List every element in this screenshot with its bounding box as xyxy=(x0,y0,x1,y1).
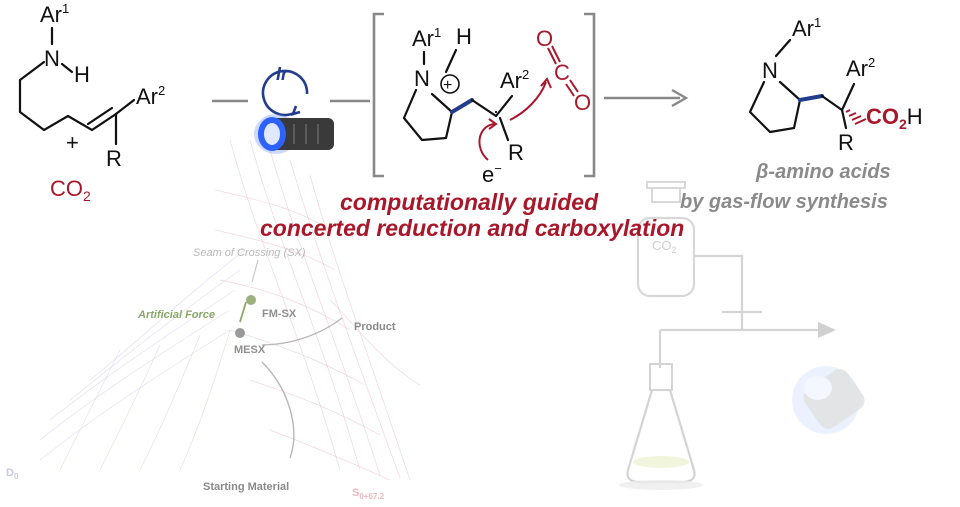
caption-gas-flow: by gas-flow synthesis xyxy=(680,191,888,213)
tee-junction xyxy=(722,310,762,330)
gas-line xyxy=(694,254,744,312)
reactant-amine: Ar1 N H Ar2 R + CO2 xyxy=(18,1,165,204)
reactant-ar1: Ar1 xyxy=(40,1,69,27)
fm-sx-label: FM-SX xyxy=(262,308,297,320)
product-label: Product xyxy=(354,321,396,333)
int-n: N xyxy=(414,66,430,91)
prod-ar1: Ar1 xyxy=(792,15,821,41)
artificial-force-label: Artificial Force xyxy=(137,309,215,321)
cylinder-label: CO2 xyxy=(652,238,677,255)
artificial-force-arrow xyxy=(239,301,247,323)
mesx-label: MESX xyxy=(234,344,266,356)
reaction-arrow xyxy=(604,88,689,108)
starting-material-label: Starting Material xyxy=(203,481,289,493)
intermediate-species: Ar1 H N + · Ar2 R e− O C O xyxy=(402,24,591,187)
co2-o-bottom: O xyxy=(574,90,591,115)
blue-led-icon xyxy=(254,114,334,154)
int-radical-dot: · xyxy=(493,101,499,121)
led-lamp-faded xyxy=(792,366,865,434)
reactant-plus: + xyxy=(66,130,79,155)
surface-grid-blue xyxy=(39,249,246,471)
alkene-double-bond xyxy=(86,106,114,126)
reactant-ar2: Ar2 xyxy=(136,83,165,109)
surface-grid-pink xyxy=(214,139,421,481)
ir-label: Ir xyxy=(276,64,289,84)
reaction-flask xyxy=(619,363,703,490)
pyrrolidine-ring xyxy=(402,88,454,142)
prod-r: R xyxy=(838,130,854,155)
fm-sx-point xyxy=(246,295,256,305)
int-ar2: Ar2 xyxy=(500,67,529,93)
reactant-co2: CO2 xyxy=(50,176,91,204)
prod-n: N xyxy=(762,58,778,83)
product-path xyxy=(261,317,343,346)
reactant-h: H xyxy=(74,62,90,87)
alkyl-chain xyxy=(18,60,118,132)
electron-arrow xyxy=(478,123,495,161)
svg-text:+: + xyxy=(443,77,452,94)
caption-beta-amino-acids: β-amino acids xyxy=(755,161,891,183)
carboxylation-arrow xyxy=(509,81,547,121)
prod-co2h: CO2H xyxy=(866,104,923,132)
prod-ar2: Ar2 xyxy=(846,55,875,81)
outlet-arrowhead xyxy=(818,322,836,338)
reactant-n: N xyxy=(44,46,60,71)
caption-guided: computationally guided xyxy=(340,189,599,215)
int-r: R xyxy=(508,140,524,165)
prod-hashed-bond xyxy=(845,109,867,125)
intermediate-bracket xyxy=(372,12,596,178)
int-ar1: Ar1 xyxy=(412,25,441,51)
catalyst-block: Ir xyxy=(212,64,370,154)
seam-pointer xyxy=(251,259,259,283)
starting-material-path xyxy=(261,361,295,459)
product-amino-acid: Ar1 N Ar2 CO2H R xyxy=(748,15,923,155)
prod-blue-bond xyxy=(798,94,824,102)
int-blue-bond xyxy=(450,98,474,114)
co2-o-top: O xyxy=(536,26,553,51)
positive-charge-icon: + xyxy=(440,74,460,94)
seam-label: Seam of Crossing (SX) xyxy=(193,247,306,259)
reactant-r: R xyxy=(106,146,122,171)
mesx-point xyxy=(235,328,245,338)
co2-c: C xyxy=(554,60,570,85)
s0-label: S0+67.2 xyxy=(352,487,385,501)
flow-apparatus: CO2 xyxy=(619,181,865,490)
d0-label: D0 xyxy=(6,467,19,481)
prod-pyrrolidine-ring xyxy=(748,80,802,134)
int-h: H xyxy=(456,24,472,49)
ir-catalyst-icon: Ir xyxy=(261,64,309,117)
caption-concerted: concerted reduction and carboxylation xyxy=(260,215,684,241)
int-electron: e− xyxy=(482,161,502,187)
energy-surface-figure: Seam of Crossing (SX) Artificial Force F… xyxy=(6,139,421,501)
